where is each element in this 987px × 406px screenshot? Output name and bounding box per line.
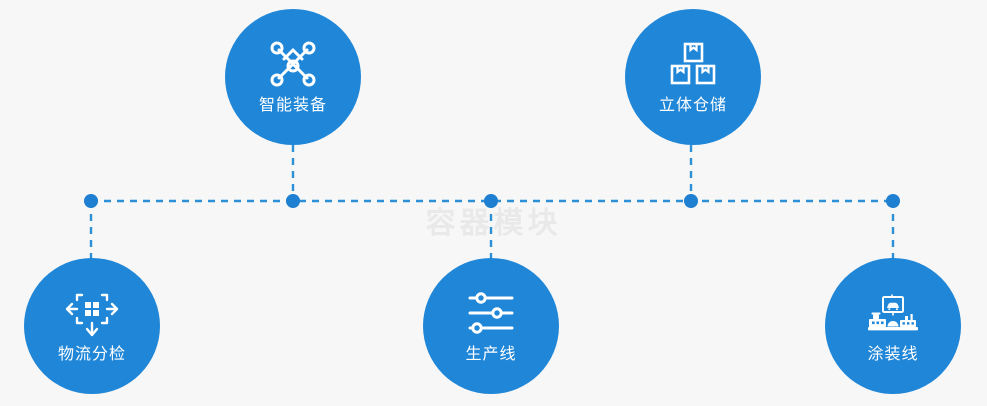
node-label: 物流分检 — [57, 346, 126, 363]
connector-joint[interactable] — [84, 194, 98, 208]
sliders-icon — [464, 289, 518, 337]
watermark-text: 容器模块 — [425, 207, 562, 240]
sorting-arrows-icon — [65, 289, 119, 337]
node-label: 生产线 — [465, 346, 517, 363]
node-logistics-sorting[interactable]: 物流分检 — [24, 258, 160, 394]
connector-joint[interactable] — [484, 194, 498, 208]
node-production-line[interactable]: 生产线 — [423, 258, 559, 394]
factory-monitor-icon — [866, 289, 920, 337]
connector-joint[interactable] — [286, 194, 300, 208]
network-nodes-icon — [266, 40, 320, 88]
node-stereoscopic-warehouse[interactable]: 立体仓储 — [625, 9, 761, 145]
node-label: 涂装线 — [867, 346, 919, 363]
connector-joint[interactable] — [886, 194, 900, 208]
node-label: 智能装备 — [258, 97, 327, 114]
node-intelligent-equipment[interactable]: 智能装备 — [225, 9, 361, 145]
stacked-boxes-icon — [666, 40, 720, 88]
node-label: 立体仓储 — [658, 97, 727, 114]
node-painting-line[interactable]: 涂装线 — [825, 258, 961, 394]
connector-joint[interactable] — [684, 194, 698, 208]
